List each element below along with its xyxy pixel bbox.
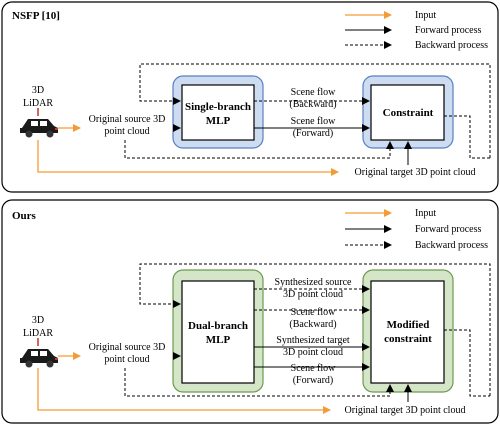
arrow-backward-loop [139, 263, 491, 396]
arrow-input-target [37, 368, 331, 414]
synth-target-line1: Synthesized target [276, 335, 350, 346]
constraint-block [370, 280, 445, 384]
panel-title-nsfp: NSFP [10] [12, 10, 60, 22]
flow-forward-line2: (Forward) [293, 375, 334, 386]
target-label: Original target 3D point cloud [345, 405, 466, 416]
constraint-label-line2: constraint [384, 333, 432, 345]
arrow-input-target [37, 140, 339, 176]
lidar-label-line2: LiDAR [23, 328, 53, 339]
car-icon [20, 108, 58, 138]
legend-top: Input Forward process Backward process [345, 10, 488, 51]
legend-input: Input [415, 208, 436, 219]
mlp-block [181, 84, 255, 141]
lidar-label-line2: LiDAR [23, 98, 53, 109]
flow-forward-line1: Scene flow [291, 116, 336, 127]
legend-forward: Forward process [415, 25, 481, 36]
flow-backward-line2: (Backward) [289, 319, 336, 330]
source-label-line2: point cloud [104, 354, 149, 365]
synth-source-line1: Synthesized source [275, 277, 352, 288]
source-label-line1: Original source 3D [89, 342, 166, 353]
flow-backward-line2: (Backward) [289, 99, 336, 110]
panel-title-ours: Ours [12, 210, 37, 222]
flow-backward-line1: Scene flow [291, 307, 336, 318]
mlp-label-line2: MLP [206, 334, 231, 346]
synth-source-line2: 3D point cloud [283, 289, 343, 300]
arrow-source-constraint [124, 368, 394, 397]
synth-target-line2: 3D point cloud [283, 347, 343, 358]
legend-backward: Backward process [415, 40, 488, 51]
constraint-block [370, 84, 445, 141]
constraint-label-line1: Modified [387, 319, 430, 331]
legend-forward: Forward process [415, 224, 481, 235]
car-icon [20, 338, 58, 368]
legend-input: Input [415, 10, 436, 21]
mlp-label-line1: Single-branch [185, 101, 251, 113]
constraint-label: Constraint [383, 107, 434, 119]
flow-forward-line2: (Forward) [293, 128, 334, 139]
source-label-line1: Original source 3D [89, 114, 166, 125]
mlp-block [181, 280, 255, 384]
arrow-backward-right [444, 115, 471, 158]
flow-backward-line1: Scene flow [291, 87, 336, 98]
target-label: Original target 3D point cloud [355, 167, 476, 178]
nsfp-panel: NSFP [10] Input Forward process Backward… [1, 1, 499, 193]
arrow-backward-loop [139, 63, 491, 158]
mlp-label-line1: Dual-branch [188, 320, 248, 332]
arrow-backward-right [444, 329, 490, 397]
flow-forward-line1: Scene flow [291, 363, 336, 374]
mlp-label-line2: MLP [206, 115, 231, 127]
lidar-label-line1: 3D [32, 315, 44, 326]
ours-panel: Ours Input Forward process Backward proc… [1, 199, 499, 424]
lidar-label-line1: 3D [32, 85, 44, 96]
legend-backward: Backward process [415, 240, 488, 251]
source-label-line2: point cloud [104, 126, 149, 137]
arrow-source-constraint [124, 140, 394, 159]
legend-bottom: Input Forward process Backward process [345, 208, 488, 251]
